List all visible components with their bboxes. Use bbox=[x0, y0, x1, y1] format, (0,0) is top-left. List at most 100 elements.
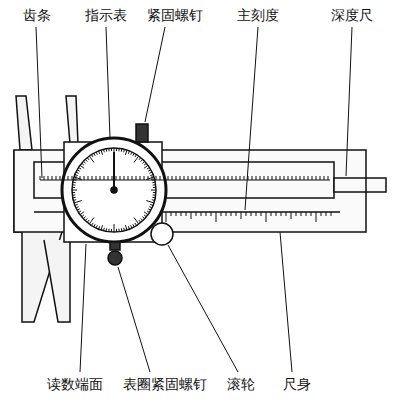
dial-tick bbox=[144, 165, 148, 168]
rack-tooth bbox=[136, 176, 137, 180]
dial-tick bbox=[94, 153, 95, 156]
part-label: 指示表 bbox=[84, 7, 128, 24]
scale-tick bbox=[166, 212, 167, 222]
dial-tick bbox=[101, 150, 103, 155]
dial-tick bbox=[73, 197, 76, 199]
dial-tick bbox=[111, 148, 112, 151]
dial-tick bbox=[75, 204, 78, 205]
dial-tick bbox=[85, 159, 87, 161]
rack-tooth bbox=[324, 176, 325, 180]
dial-bezel bbox=[62, 138, 166, 242]
rack-tooth bbox=[304, 176, 305, 180]
dial-tick bbox=[118, 148, 119, 151]
dial-tick bbox=[150, 175, 153, 176]
rack-tooth bbox=[284, 176, 285, 180]
rack-tooth bbox=[316, 176, 317, 180]
dial-tick bbox=[150, 204, 153, 205]
scale-tick bbox=[286, 212, 287, 216]
rack-tooth bbox=[40, 176, 41, 180]
rack-tooth bbox=[148, 176, 149, 180]
rack-tooth bbox=[176, 176, 177, 180]
scale-tick bbox=[301, 212, 302, 216]
rack-tooth bbox=[116, 176, 117, 180]
rack-teeth bbox=[40, 176, 328, 180]
rack-tooth bbox=[308, 176, 309, 180]
dial-tick bbox=[75, 175, 78, 176]
rack-tooth bbox=[100, 176, 101, 180]
dial-tick bbox=[72, 187, 75, 188]
rack-tooth bbox=[160, 176, 161, 180]
rack-tooth bbox=[80, 176, 81, 180]
dial-tick bbox=[82, 163, 84, 165]
scale-tick bbox=[326, 212, 327, 216]
rack-tooth bbox=[216, 176, 217, 180]
dial-tick bbox=[96, 225, 97, 228]
rack-tooth bbox=[156, 176, 157, 180]
rack-tooth bbox=[164, 176, 165, 180]
dial-needle bbox=[113, 152, 115, 190]
depth-rod bbox=[334, 178, 386, 192]
leader-line bbox=[106, 27, 110, 138]
dial-tick bbox=[73, 199, 76, 201]
scale-ticks bbox=[166, 212, 331, 222]
scale-tick bbox=[206, 212, 207, 216]
dial-tick bbox=[72, 184, 75, 185]
scale-tick bbox=[291, 212, 292, 219]
rack-tooth bbox=[232, 176, 233, 180]
slider-lower-jaw bbox=[44, 240, 70, 322]
rack-tooth bbox=[188, 176, 189, 180]
scale-tick bbox=[311, 212, 312, 216]
scale-tick bbox=[226, 212, 227, 216]
scale-tick bbox=[216, 212, 217, 222]
rack-tooth bbox=[292, 176, 293, 180]
dial-tick bbox=[80, 212, 84, 215]
scale-tick bbox=[246, 212, 247, 216]
roller bbox=[151, 223, 173, 245]
scale-tick bbox=[221, 212, 222, 216]
leader-line bbox=[168, 245, 238, 372]
dial-tick bbox=[72, 190, 77, 191]
rack-tooth bbox=[328, 176, 329, 180]
scale-tick bbox=[296, 212, 297, 216]
rack-tooth bbox=[48, 176, 49, 180]
leader-line bbox=[80, 244, 86, 372]
dial-tick bbox=[106, 228, 108, 231]
rack-tooth bbox=[260, 176, 261, 180]
rack-tooth bbox=[104, 176, 105, 180]
leader-lines bbox=[36, 27, 352, 372]
dial-tick bbox=[144, 163, 146, 165]
dial-tick bbox=[82, 215, 84, 217]
rack-tooth bbox=[196, 176, 197, 180]
dial-tick bbox=[147, 211, 150, 213]
rack-tooth bbox=[192, 176, 193, 180]
dial-tick bbox=[108, 148, 109, 151]
rack-tooth bbox=[256, 176, 257, 180]
dial-tick bbox=[108, 229, 109, 232]
part-label: 紧固螺钉 bbox=[146, 7, 204, 24]
dial-tick bbox=[134, 156, 139, 162]
rack-tooth bbox=[140, 176, 141, 180]
dial-tick bbox=[106, 149, 108, 152]
rack-tooth bbox=[52, 176, 53, 180]
dial-tick bbox=[72, 192, 75, 193]
dial-tick bbox=[87, 158, 89, 160]
dial-tick bbox=[128, 226, 129, 229]
dial-tick bbox=[148, 170, 151, 171]
rack-tooth bbox=[276, 176, 277, 180]
dial-tick bbox=[116, 148, 117, 151]
dial-tick bbox=[101, 225, 103, 230]
rack-tooth bbox=[64, 176, 65, 180]
rack-tooth bbox=[320, 176, 321, 180]
dial-tick bbox=[91, 223, 93, 226]
rack-tooth bbox=[184, 176, 185, 180]
dial-tick bbox=[79, 211, 82, 213]
dial-tick bbox=[89, 218, 94, 224]
rack-tooth bbox=[200, 176, 201, 180]
dial-tick bbox=[135, 155, 137, 158]
scale-tick bbox=[236, 212, 237, 216]
dial-tick bbox=[99, 151, 100, 154]
rack-tooth bbox=[84, 176, 85, 180]
rack-tooth bbox=[68, 176, 69, 180]
dial-tick bbox=[125, 150, 127, 155]
